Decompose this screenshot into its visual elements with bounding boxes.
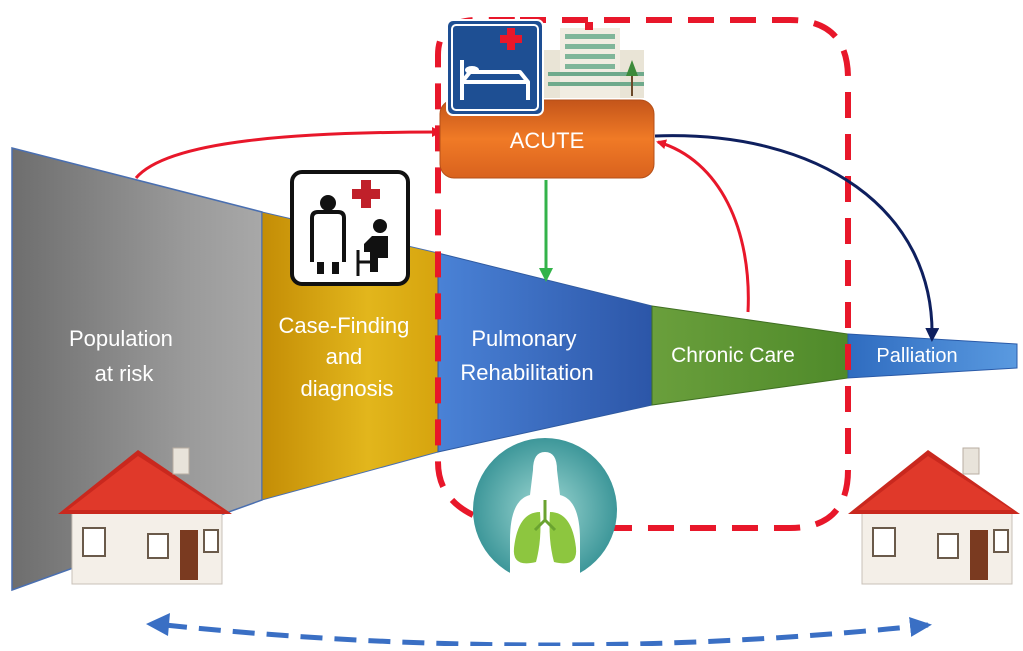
home-to-home-dashed-arrow [164,616,932,648]
stage-pulmonary-band [437,252,653,453]
acute-label: ACUTE [510,128,585,153]
stage-case-finding-label: Case-Finding and diagnosis [279,313,416,401]
stage-label-line: at risk [95,361,155,386]
acute-to-palliation-arrow [654,134,940,342]
stage-label-line: Palliation [876,345,957,367]
stage-label-line: Chronic Care [671,344,795,367]
stage-label-line: Population [69,326,173,351]
doctor-patient-icon [290,170,410,286]
stage-label-line: diagnosis [301,376,394,401]
population-to-acute-arrow [134,127,442,179]
house-icon [58,447,232,585]
hospital-building-icon [544,22,644,98]
house-icon [848,447,1020,585]
stage-chronic-label: Chronic Care [671,344,795,367]
stage-label-line: Rehabilitation [460,360,593,385]
stage-label-line: and [326,344,363,369]
stage-palliation-label: Palliation [876,345,957,367]
stage-population-label: Population at risk [69,326,179,386]
lungs-icon [473,438,617,582]
home-arrow-left-head [146,613,170,636]
chronic-to-acute-arrow [656,139,750,313]
acute-box: ACUTE [439,99,655,179]
hospital-bed-icon [446,19,544,116]
stage-label-line: Pulmonary [471,326,576,351]
stage-pulmonary-label: Pulmonary Rehabilitation [460,326,593,385]
stage-label-line: Case-Finding [279,313,410,338]
